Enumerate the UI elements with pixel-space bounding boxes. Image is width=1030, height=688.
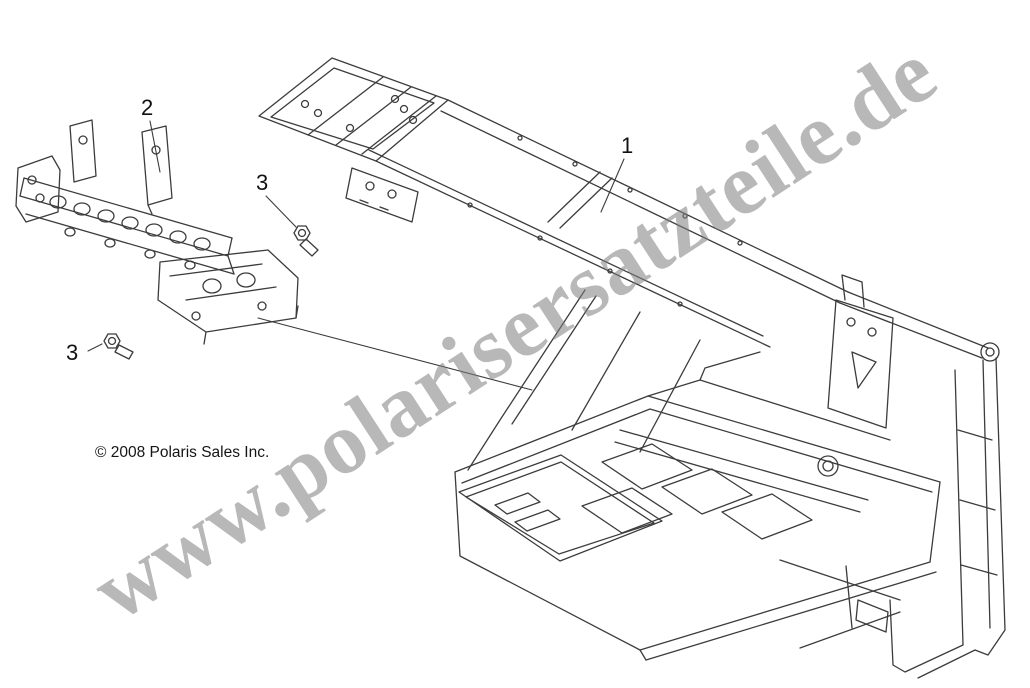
bolt-lower [103,333,134,360]
frame-rail-right [447,99,849,293]
bumper-end-plate [15,155,61,223]
bumper-channel [23,177,233,239]
leader-part2 [149,120,161,173]
callout-label-2: 2 [141,95,154,120]
leader-part3-lower [87,343,103,352]
callout-label-1: 1 [621,133,634,158]
leader-bumper-to-frame [257,317,533,391]
seat-bracket [827,299,894,429]
bumper-receiver-bracket [157,249,299,333]
bolt-upper [293,225,319,257]
copyright-text: © 2008 Polaris Sales Inc. [95,444,270,461]
frame-rail-left [375,160,771,348]
leader-part1 [600,158,625,213]
callout-label-3-upper: 3 [256,170,269,195]
callout-leader-lines [87,120,625,391]
callout-label-3-lower: 3 [66,340,79,365]
leader-part3-upper [265,195,297,228]
footboard [458,454,663,562]
frame-platform [454,395,941,483]
